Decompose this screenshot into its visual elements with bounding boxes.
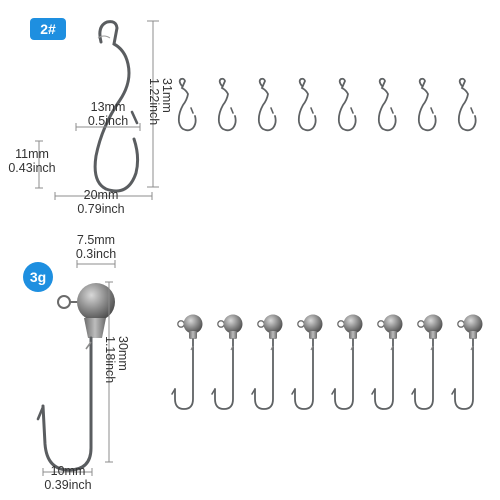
jig-head-drawing [36, 283, 115, 472]
jig-shank-mm: 30mm [116, 336, 130, 371]
worm-width-inch: 0.79inch [77, 202, 125, 216]
worm-hook-pack [177, 77, 477, 132]
worm-gap-mm: 13mm [90, 100, 126, 114]
worm-length-mm: 31mm [160, 78, 174, 113]
worm-bend-inch: 0.43inch [8, 161, 56, 175]
jig-gap-label: 10mm 0.39inch [36, 464, 100, 492]
worm-width-mm: 20mm [83, 188, 119, 202]
worm-gap-inch: 0.5inch [87, 114, 129, 128]
worm-hook-drawing [93, 20, 140, 193]
jig-head-mm: 7.5mm [76, 233, 116, 247]
jig-head-pack [171, 313, 484, 410]
worm-length-inch: 1.22inch [147, 78, 161, 126]
jig-head-dimension-lines [42, 260, 116, 476]
worm-hook-dimension-lines [35, 20, 159, 200]
hook-size-badge: 2# [30, 18, 66, 40]
jig-gap-mm: 10mm [50, 464, 86, 478]
worm-bend-mm: 11mm [15, 147, 49, 161]
worm-bend-label: 11mm 0.43inch [4, 147, 60, 175]
worm-gap-label: 13mm 0.5inch [78, 100, 138, 128]
jig-gap-inch: 0.39inch [44, 478, 92, 492]
jig-head-label: 7.5mm 0.3inch [66, 233, 126, 261]
jig-weight-badge: 3g [23, 262, 53, 292]
jig-shank-inch: 1.18inch [103, 336, 117, 384]
jig-head-inch: 0.3inch [75, 247, 117, 261]
worm-width-label: 20mm 0.79inch [66, 188, 136, 216]
